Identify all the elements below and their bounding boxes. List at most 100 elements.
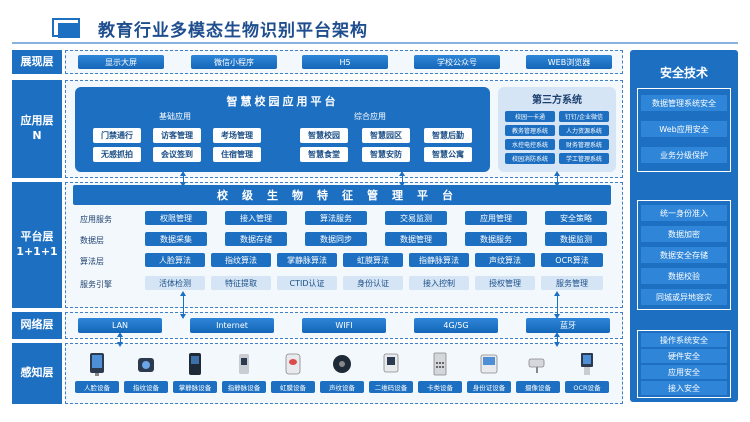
platform-row-label: 应用服务: [80, 215, 112, 224]
iris-scanner-icon: [285, 353, 301, 375]
platform-item: 掌静脉算法: [277, 253, 337, 267]
platform-item: 交易监测: [385, 211, 447, 225]
device-label: 指纹设备: [124, 381, 168, 393]
service-engine-item: 特征提取: [211, 276, 271, 290]
platform-item: 数据采集: [145, 232, 207, 246]
platform-title: 校级生物特征管理平台: [73, 185, 611, 205]
service-engine-item: 接入控制: [409, 276, 469, 290]
security-item: 应用安全: [641, 365, 727, 379]
monitor-logo-icon: [52, 18, 80, 38]
layer-label-perception: 感知层: [12, 343, 62, 404]
service-engine-item: 授权管理: [475, 276, 535, 290]
platform-item: 数据服务: [465, 232, 527, 246]
third-party-item: 教务管理系统: [505, 125, 555, 136]
device-label: 虹膜设备: [271, 381, 315, 393]
basic-apps-title: 基础应用: [159, 112, 191, 121]
platform-item: 指纹算法: [211, 253, 271, 267]
layer-label-presentation: 展现层: [12, 50, 62, 74]
connector-arrow: [180, 291, 186, 319]
connector-arrow: [117, 332, 123, 347]
connector-arrow: [554, 291, 560, 319]
comprehensive-app-item: 智慧后勤: [424, 128, 472, 143]
security-item: Web应用安全: [641, 121, 727, 137]
basic-app-item: 无感抓拍: [93, 147, 141, 162]
comprehensive-app-item: 智慧公寓: [424, 147, 472, 162]
security-item: 接入安全: [641, 381, 727, 395]
third-party-item: 校园消防系统: [505, 153, 555, 164]
connector-arrow: [180, 171, 186, 187]
camera-icon: [528, 358, 545, 373]
device-palm-vein: 掌静脉设备: [173, 348, 217, 400]
basic-app-item: 住宿管理: [213, 147, 261, 162]
comprehensive-app-item: 智慧食堂: [300, 147, 348, 162]
comprehensive-apps-title: 综合应用: [354, 112, 386, 121]
service-engine-item: 活体检测: [145, 276, 205, 290]
security-item: 数据加密: [641, 226, 727, 242]
basic-app-item: 考场管理: [213, 128, 261, 143]
security-item: 数据安全存储: [641, 247, 727, 263]
smart-campus-platform: 智慧校园应用平台 基础应用 综合应用 门禁通行 访客管理 考场管理 无感抓拍 会…: [75, 87, 490, 172]
id-card-reader-icon: [480, 354, 498, 374]
third-party-item: 人力资源系统: [559, 125, 609, 136]
third-party-systems: 第三方系统 校园一卡通 钉钉/企业微信 教务管理系统 人力资源系统 水控电控系统…: [498, 87, 616, 172]
platform-item: 算法服务: [305, 211, 367, 225]
platform-item: 数据管理: [385, 232, 447, 246]
network-item: 蓝牙: [526, 318, 610, 333]
security-group: 数据管理系统安全 Web应用安全 业务分级保护: [637, 88, 731, 172]
security-title: 安全技术: [659, 66, 708, 80]
platform-item: 权限管理: [145, 211, 207, 225]
platform-item: 数据存储: [225, 232, 287, 246]
platform-item: 虹膜算法: [343, 253, 403, 267]
device-label: 二维码设备: [369, 381, 413, 393]
network-item: LAN: [78, 318, 162, 333]
network-item: WIFI: [302, 318, 386, 333]
platform-item: 应用管理: [465, 211, 527, 225]
connector-arrow: [399, 171, 405, 187]
service-engine-item: 服务管理: [541, 276, 603, 290]
comprehensive-app-item: 智慧安防: [362, 147, 410, 162]
platform-item: 人脸算法: [145, 253, 205, 267]
comprehensive-app-item: 智慧园区: [362, 128, 410, 143]
device-label: 声纹设备: [320, 381, 364, 393]
layer-label-platform: 平台层 1+1+1: [12, 182, 62, 308]
presentation-item: H5: [302, 55, 388, 69]
third-party-title: 第三方系统: [532, 95, 582, 106]
platform-item: 数据监测: [545, 232, 607, 246]
device-label: 人脸设备: [75, 381, 119, 393]
layer-label-application: 应用层 N: [12, 80, 62, 178]
platform-item: 数据同步: [305, 232, 367, 246]
basic-app-item: 门禁通行: [93, 128, 141, 143]
smart-campus-title: 智慧校园应用平台: [226, 95, 339, 108]
fingerprint-reader-icon: [138, 358, 154, 372]
finger-vein-scanner-icon: [239, 354, 249, 374]
face-terminal-icon: [90, 353, 104, 376]
connector-arrow: [554, 171, 560, 187]
security-item: 数据管理系统安全: [641, 95, 727, 111]
device-iris: 虹膜设备: [271, 348, 315, 400]
device-id-card: 身份证设备: [467, 348, 511, 400]
basic-app-item: 会议签到: [153, 147, 201, 162]
basic-app-item: 访客管理: [153, 128, 201, 143]
network-item: Internet: [190, 318, 274, 333]
third-party-item: 校园一卡通: [505, 111, 555, 122]
device-label: 卡类设备: [418, 381, 462, 393]
security-item: 同城或异地容灾: [641, 289, 727, 305]
presentation-item: 学校公众号: [414, 55, 500, 69]
service-engine-item: 身份认证: [343, 276, 403, 290]
platform-item: 接入管理: [225, 211, 287, 225]
third-party-item: 钉钉/企业微信: [559, 111, 609, 122]
device-label: 掌静脉设备: [173, 381, 217, 393]
platform-item: 指静脉算法: [409, 253, 469, 267]
network-item: 4G/5G: [414, 318, 498, 333]
device-camera: 摄像设备: [516, 348, 560, 400]
palm-vein-scanner-icon: [189, 353, 201, 375]
service-engine-item: CTID认证: [277, 276, 337, 290]
device-face: 人脸设备: [75, 348, 119, 400]
platform-item: 声纹算法: [475, 253, 535, 267]
security-panel: 安全技术 数据管理系统安全 Web应用安全 业务分级保护 统一身份准入 数据加密…: [630, 50, 738, 402]
voiceprint-device-icon: [333, 355, 351, 373]
third-party-item: 水控电控系统: [505, 139, 555, 150]
connector-arrow: [554, 332, 560, 347]
security-group: 操作系统安全 硬件安全 应用安全 接入安全: [637, 330, 731, 398]
page-title: 教育行业多模态生物识别平台架构: [98, 21, 368, 41]
